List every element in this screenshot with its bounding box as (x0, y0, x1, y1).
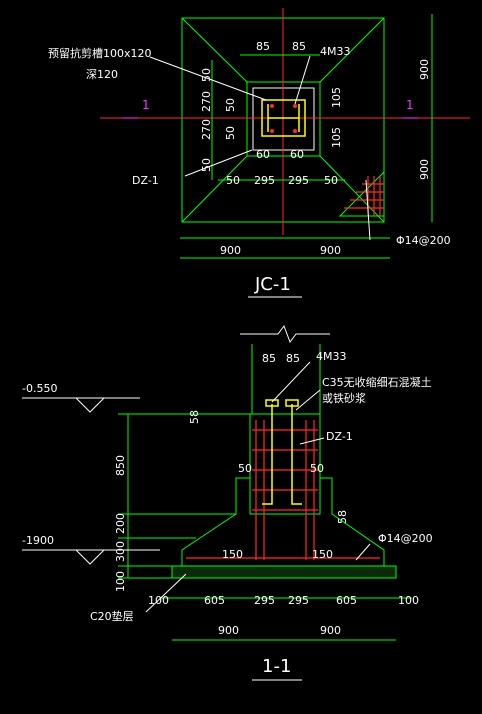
section-elev-bottom: -1900 (22, 534, 54, 547)
section-grout-label-1: C35无收缩细石混凝土 (322, 375, 432, 389)
anchor-bolt-icon (293, 104, 297, 108)
section-left-dim-1: 850 (114, 455, 127, 476)
section-left-dim-4: 100 (114, 571, 127, 592)
section-bolt-label: 4M33 (316, 350, 347, 363)
section-dim-58b: 58 (336, 510, 349, 524)
plan-column-label: DZ-1 (132, 174, 159, 187)
section-side-dim-1: 50 (238, 462, 252, 475)
anchor-bolt-left (262, 404, 273, 505)
section-bottom-dim-3: 295 (254, 594, 275, 607)
plan-groove-label-2: 深120 (86, 68, 118, 81)
section-column-label: DZ-1 (326, 430, 353, 443)
section-bottom-total-2: 900 (320, 624, 341, 637)
anchor-bolt-right (291, 404, 302, 505)
section-step-dim-2: 150 (312, 548, 333, 561)
section-bottom-dim-5: 605 (336, 594, 357, 607)
plan-left-dim-4: 50 (224, 126, 237, 140)
plan-dim-top-2: 85 (292, 40, 306, 53)
section-cushion-label: C20垫层 (90, 609, 134, 623)
plan-rebar-label: Φ14@200 (396, 234, 451, 247)
anchor-bolt-icon (293, 129, 297, 133)
section-left-dim-2: 200 (114, 513, 127, 534)
plan-title: JC-1 (254, 274, 291, 295)
plan-dim-row-4: 50 (324, 174, 338, 187)
plan-left-dim-1: 50 (200, 68, 213, 82)
plan-bolt-label: 4M33 (320, 45, 351, 58)
section-bottom-dim-4: 295 (288, 594, 309, 607)
pedestal-section (249, 413, 321, 515)
section-step-dim-1: 150 (222, 548, 243, 561)
section-side-dim-2: 50 (310, 462, 324, 475)
plan-dim-mid-1: 60 (256, 148, 270, 161)
section-bottom-dim-6: 100 (398, 594, 419, 607)
column-plate (261, 99, 306, 137)
plan-right-dim-1: 900 (418, 59, 431, 80)
plan-left-dim-5: 270 (200, 119, 213, 140)
plan-section-mark-left: 1 (142, 98, 150, 112)
section-dim-top-1: 85 (262, 352, 276, 365)
plan-section-mark-right: 1 (406, 98, 414, 112)
anchor-bolt-icon (270, 129, 274, 133)
plan-groove-label-1: 预留抗剪槽100x120 (48, 46, 152, 60)
section-left-dim-3: 300 (114, 541, 127, 562)
plan-bottom-dim-1: 900 (220, 244, 241, 257)
plan-dim-mid-2: 60 (290, 148, 304, 161)
plan-inner-dim-1: 105 (330, 87, 343, 108)
plan-view: 85 85 4M33 预留抗剪槽100x120 深120 50 270 50 5… (48, 8, 470, 298)
section-elev-top: -0.550 (22, 382, 57, 395)
section-bottom-dim-2: 605 (204, 594, 225, 607)
footing-section (181, 477, 385, 567)
section-rebar-label: Φ14@200 (378, 532, 433, 545)
plan-dim-row-2: 295 (254, 174, 275, 187)
cushion-layer (171, 565, 397, 579)
plan-inner-dim-2: 105 (330, 127, 343, 148)
section-bottom-total-1: 900 (218, 624, 239, 637)
plan-left-dim-6: 50 (200, 158, 213, 172)
plan-bottom-dim-2: 900 (320, 244, 341, 257)
plan-dim-row-1: 50 (226, 174, 240, 187)
section-dim-58: 58 (188, 410, 201, 424)
plan-dim-row-3: 295 (288, 174, 309, 187)
section-dim-top-2: 85 (286, 352, 300, 365)
section-bottom-dim-1: 100 (148, 594, 169, 607)
plan-dim-top-1: 85 (256, 40, 270, 53)
anchor-bolt-icon (270, 104, 274, 108)
section-title: 1-1 (262, 656, 291, 677)
section-grout-label-2: 或铁砂浆 (322, 391, 366, 405)
plan-left-dim-3: 50 (224, 98, 237, 112)
plan-right-dim-2: 900 (418, 159, 431, 180)
section-view: 85 85 4M33 C35无收缩细石混凝土 或铁砂浆 58 DZ-1 -0.5… (22, 324, 433, 681)
plan-left-dim-2: 270 (200, 91, 213, 112)
